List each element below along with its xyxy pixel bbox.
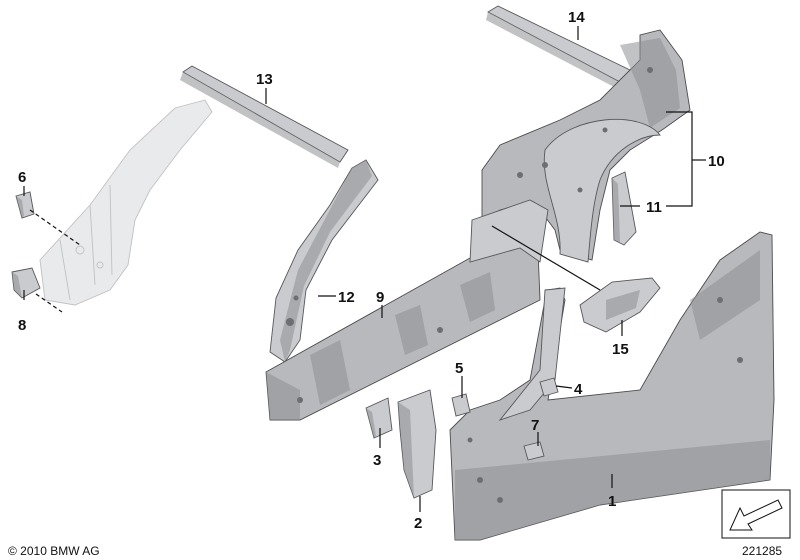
callout-13: 13	[256, 71, 273, 88]
leader-lines	[23, 26, 706, 512]
callout-12: 12	[338, 289, 355, 306]
part-8-bracket	[11, 267, 41, 299]
callout-5: 5	[455, 360, 463, 377]
part-5-clip	[451, 393, 471, 417]
part-2-bracket	[397, 389, 437, 499]
callout-14: 14	[568, 9, 585, 26]
catalog-number: 221285	[742, 544, 782, 558]
callout-15: 15	[612, 341, 629, 358]
orientation-arrow-box	[721, 489, 791, 539]
callout-2: 2	[414, 515, 422, 532]
callout-6: 6	[18, 169, 26, 186]
part-9-inner-sill	[265, 199, 549, 421]
reference-pillar-ghost	[39, 99, 213, 306]
part-11-bracket	[611, 171, 637, 246]
part-14-rear-rail	[486, 5, 631, 88]
callout-10: 10	[708, 153, 725, 170]
part-7-clip	[523, 441, 545, 461]
part-6-bracket	[15, 191, 35, 219]
callout-labels: 1 2 3 4 5 6 7 8 9 10 11 12 13 14 15	[18, 9, 725, 532]
part-4-clip	[539, 377, 559, 397]
callout-8: 8	[18, 317, 26, 334]
direction-arrow-icon	[729, 499, 783, 531]
callout-11: 11	[646, 199, 662, 216]
callout-3: 3	[373, 452, 381, 469]
callout-4: 4	[574, 381, 583, 398]
callout-1: 1	[608, 493, 616, 510]
part-15-bracket	[579, 277, 661, 333]
copyright-text: © 2010 BMW AG	[8, 544, 100, 558]
part-13-roof-rail	[180, 65, 349, 168]
callout-7: 7	[531, 417, 539, 434]
part-3-bracket	[365, 397, 393, 439]
callout-9: 9	[376, 289, 384, 306]
part-12-a-pillar	[269, 159, 379, 363]
